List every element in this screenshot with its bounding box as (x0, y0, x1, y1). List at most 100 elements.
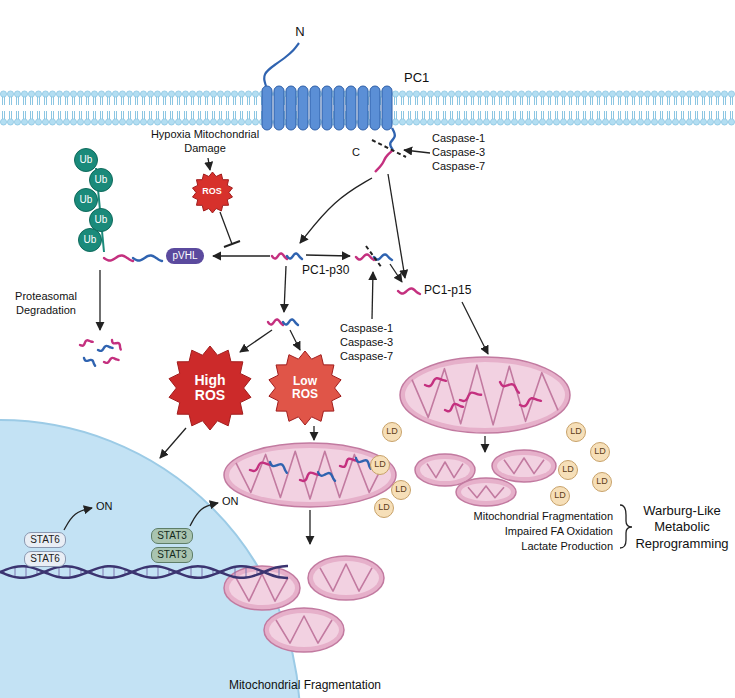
transmembrane-helix (274, 86, 284, 130)
arrow (160, 428, 186, 458)
protein-box: STAT6 (24, 551, 66, 568)
protein-box: STAT3 (151, 547, 193, 564)
dna-strand (0, 566, 288, 578)
text-label: Proteasomal Degradation (6, 290, 86, 318)
protein-fragment (283, 319, 298, 325)
arrow (484, 436, 485, 452)
mitochondrion-cristae (412, 365, 558, 425)
transmembrane-helix (382, 86, 392, 130)
arrow (372, 272, 373, 319)
text-label: Caspase-1 (432, 132, 485, 146)
node-text: LD (378, 503, 390, 512)
ubiquitin-circle: Ub (74, 188, 98, 212)
arrow (388, 174, 405, 278)
inhibition-line (220, 212, 232, 244)
protein-fragment (445, 404, 463, 411)
protein-box: STAT3 (151, 528, 193, 545)
mitochondrion-fragment-inner (461, 483, 511, 501)
mitochondrion-cristae (236, 451, 384, 499)
arrow (190, 503, 218, 526)
mitochondrion-fragment-inner (269, 613, 339, 647)
mitochondrion-fragment (492, 450, 556, 482)
text-label: Mitochondrial Fragmentation (474, 510, 613, 524)
mitochondrion-fragment-inner (229, 571, 295, 605)
protein-fragment (250, 463, 271, 471)
lipid-droplet: LD (550, 486, 570, 506)
protein-fragment (272, 253, 287, 259)
arrow (313, 426, 314, 440)
protein-fragment (112, 340, 121, 350)
dna-rung (15, 567, 16, 578)
protein-fragment (356, 254, 374, 260)
transmembrane-helix (298, 86, 308, 130)
mitochondrion-fragment-cristae (276, 616, 332, 643)
mitochondrion-fragment-inner (313, 561, 379, 595)
ros-burst: High ROS (168, 346, 252, 430)
arrow (290, 330, 300, 350)
dna-rung (114, 566, 115, 578)
node-text: Ub (80, 155, 93, 166)
arrow (404, 150, 430, 153)
dna-rung (235, 567, 236, 578)
node-text: STAT3 (157, 531, 187, 542)
text-label: ON (222, 495, 239, 509)
text-label: Caspase-7 (340, 350, 393, 364)
dna-rung (246, 566, 247, 577)
protein-box: STAT6 (24, 532, 66, 549)
node-text: LD (374, 460, 386, 469)
protein-fragment (133, 255, 162, 261)
protein-fragment (300, 473, 319, 481)
transmembrane-helix (346, 86, 356, 130)
protein-fragment (98, 346, 113, 351)
protein-fragment (356, 458, 371, 469)
transmembrane-helix (322, 86, 332, 130)
protein-fragment (318, 472, 335, 481)
node-text: Ub (95, 215, 108, 226)
node-text: Ub (95, 175, 108, 186)
node-text: STAT6 (30, 554, 60, 565)
text-label: Caspase-3 (432, 146, 485, 160)
node-text: STAT3 (157, 550, 187, 561)
ros-burst: ROS (192, 172, 233, 213)
ubiquitin-circle: Ub (89, 168, 113, 192)
mitochondrion-fragment (456, 478, 516, 506)
node-text: pVHL (172, 251, 197, 262)
mitochondrion-inner (229, 448, 391, 502)
protein-fragment (84, 358, 95, 366)
transmembrane-helix (358, 86, 368, 130)
mitochondrion-fragment-cristae (504, 458, 544, 474)
arrow (64, 508, 92, 530)
arrow (99, 270, 100, 330)
mitochondrion (400, 357, 570, 433)
dna-strand (0, 566, 288, 578)
dna-rung (158, 566, 159, 577)
protein-fragment (340, 459, 357, 467)
text-label: PC1-p15 (424, 283, 471, 298)
transmembrane-helix (262, 86, 272, 130)
text-label: Warburg-Like Metabolic Reprogramming (632, 503, 732, 552)
node-text: LD (562, 465, 574, 474)
protein-fragment (460, 393, 481, 401)
protein-fragment (398, 288, 420, 294)
burst-outline (192, 172, 232, 213)
text-label: PC1 (404, 70, 429, 86)
dna-rung (147, 567, 148, 578)
dna-rung (70, 566, 71, 578)
c-tail (375, 150, 393, 172)
node-text: High ROS (188, 373, 232, 402)
ros-burst: Low ROS (268, 351, 342, 425)
protein-fragment (80, 340, 93, 345)
protein-fragment (425, 378, 446, 386)
text-label: Impaired FA Oxidation (505, 525, 613, 539)
node-text: LD (395, 485, 407, 494)
node-text: STAT6 (30, 535, 60, 546)
cleavage-site (372, 140, 406, 157)
node-text: LD (386, 427, 398, 436)
arrow (306, 255, 350, 256)
text-label: Caspase-3 (340, 336, 393, 350)
text-label: ON (96, 500, 113, 514)
node-text: Ub (80, 195, 93, 206)
text-label: N (295, 24, 304, 40)
ubiquitin-circle: Ub (78, 228, 102, 252)
